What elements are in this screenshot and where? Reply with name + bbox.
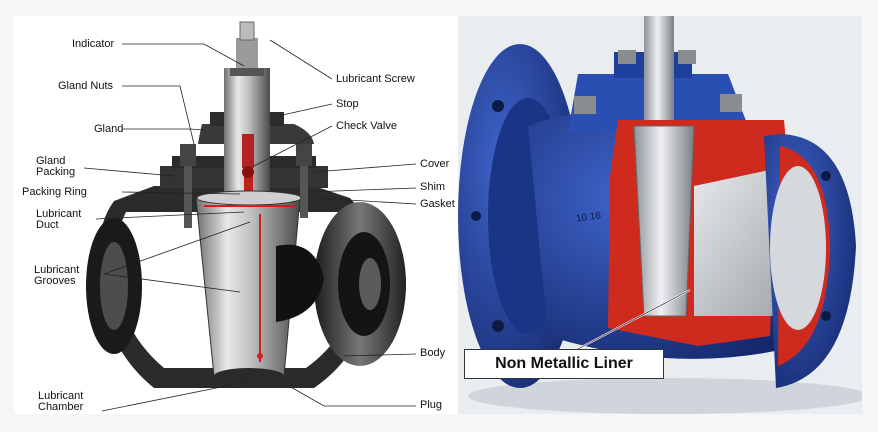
label-lubricant-duct: Lubricant Duct xyxy=(36,208,82,231)
label-body: Body xyxy=(420,347,446,359)
lined-plug-valve-photo: 10 16 Non Metallic Liner xyxy=(458,16,862,414)
label-packing-ring: Packing Ring xyxy=(22,186,87,198)
label-plug: Plug xyxy=(420,399,443,411)
label-gland-packing: Gland Packing xyxy=(36,155,76,178)
label-stop: Stop xyxy=(336,98,359,110)
label-cover: Cover xyxy=(420,158,450,170)
label-lubricant-grooves: Lubricant Grooves xyxy=(34,264,80,287)
label-lubricant-chamber: Lubricant Chamber xyxy=(38,390,84,413)
leader-lines xyxy=(83,39,417,412)
cover-bolt-right xyxy=(720,94,742,112)
label-check-valve: Check Valve xyxy=(336,120,397,132)
valve-cutaway-photo xyxy=(458,16,862,414)
plug xyxy=(633,125,695,317)
label-gland-nuts: Gland Nuts xyxy=(58,80,114,92)
gland-bolt-left xyxy=(180,144,196,166)
indicator-head xyxy=(239,21,255,41)
lubricant-chamber xyxy=(214,368,284,384)
lubricant-reservoir xyxy=(244,168,253,208)
label-gasket: Gasket xyxy=(420,198,455,210)
label-gland: Gland xyxy=(94,123,124,135)
cover-bolt-left xyxy=(574,96,596,114)
label-indicator: Indicator xyxy=(72,38,115,50)
gland-bolt-right xyxy=(296,144,312,166)
valve-cutaway-drawing xyxy=(83,21,417,412)
label-non-metallic-liner: Non Metallic Liner xyxy=(464,349,664,379)
stem xyxy=(644,16,674,120)
plug-valve-cross-section-diagram: Indicator Gland Nuts Gland Gland Packing… xyxy=(14,16,460,414)
label-shim: Shim xyxy=(420,181,446,193)
label-lubricant-screw: Lubricant Screw xyxy=(336,73,415,85)
